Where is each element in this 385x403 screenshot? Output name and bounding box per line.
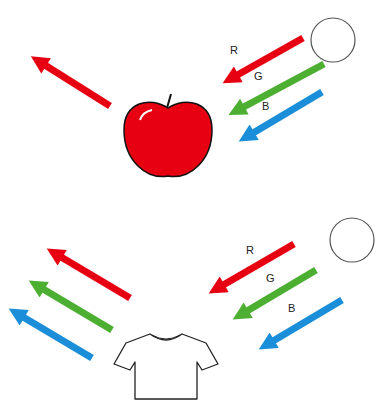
apple: [124, 102, 212, 176]
red-ray: [232, 38, 303, 78]
reflected-red-ray: [40, 62, 110, 106]
channel-label: R: [230, 44, 238, 56]
t-shirt-collar: [152, 335, 180, 339]
channel-label: G: [266, 272, 275, 284]
blue-ray: [248, 92, 322, 136]
channel-label: B: [262, 100, 269, 112]
t-shirt: [114, 334, 218, 399]
apple-highlight: [140, 110, 152, 120]
channel-label: G: [254, 70, 263, 82]
blue-ray: [268, 300, 342, 344]
reflected-red-ray: [56, 254, 130, 298]
reflected-green-ray: [38, 286, 112, 330]
green-ray: [242, 270, 316, 314]
reflected-blue-ray: [18, 314, 92, 358]
channel-label: B: [288, 302, 295, 314]
light-source: [330, 218, 374, 262]
green-ray: [238, 64, 324, 110]
red-ray: [218, 244, 294, 288]
light-source: [311, 18, 355, 62]
channel-label: R: [246, 244, 254, 256]
apple-stem: [167, 94, 171, 108]
